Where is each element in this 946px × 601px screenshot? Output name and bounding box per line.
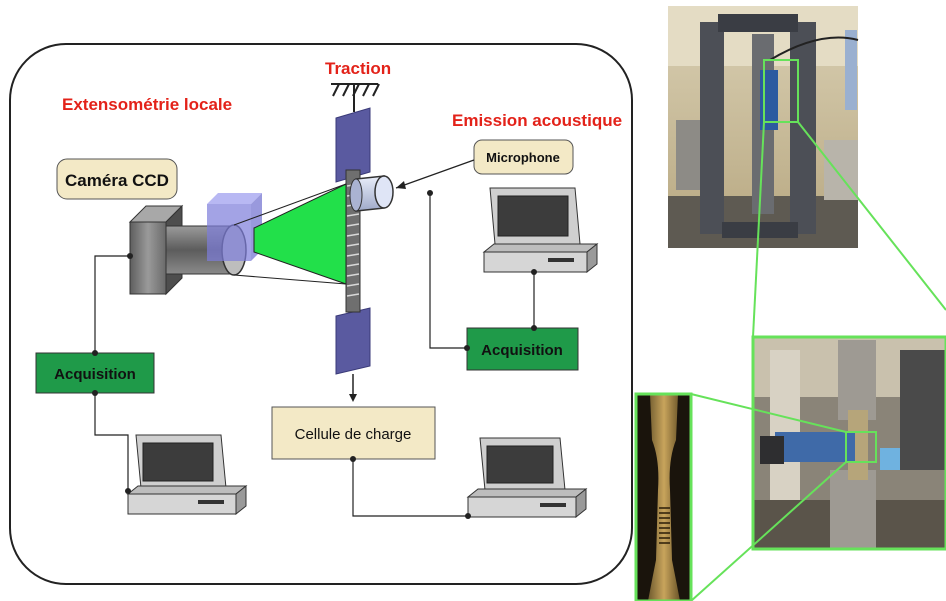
machine-photo xyxy=(668,6,859,248)
closeup-photo xyxy=(751,335,946,551)
svg-text:Caméra CCD: Caméra CCD xyxy=(65,171,169,190)
fixed-support-icon xyxy=(331,83,380,112)
traction-label: Traction xyxy=(325,59,391,78)
microphone-arrow-head xyxy=(396,181,406,189)
optical-filter xyxy=(207,193,262,261)
specimen-photo xyxy=(634,392,693,601)
light-cone xyxy=(253,183,347,285)
load-arrow-icon xyxy=(349,374,357,402)
svg-text:Microphone: Microphone xyxy=(486,150,560,165)
computer-icon-bottom-left xyxy=(126,434,248,516)
upper-grip xyxy=(335,107,371,183)
svg-text:Acquisition: Acquisition xyxy=(481,342,563,359)
connection-lines xyxy=(94,159,535,517)
acquisition-box-left: Acquisition xyxy=(35,352,155,394)
svg-text:Acquisition: Acquisition xyxy=(54,366,136,383)
setup-frame xyxy=(9,43,633,585)
zoom-lines xyxy=(690,121,946,601)
view-line-bottom xyxy=(233,274,347,285)
microphone-label-box: Microphone xyxy=(473,139,574,175)
lower-grip xyxy=(335,307,371,375)
computer-icon-top-right xyxy=(482,187,599,274)
camera-label-box: Caméra CCD xyxy=(56,158,178,200)
load-cell-box: Cellule de charge xyxy=(271,406,436,460)
acquisition-box-right: Acquisition xyxy=(466,327,579,371)
svg-text:Cellule de charge: Cellule de charge xyxy=(295,426,412,443)
extensometry-label: Extensométrie locale xyxy=(62,95,232,114)
view-line-top xyxy=(233,183,347,226)
acoustic-emission-label: Emission acoustique xyxy=(452,111,622,130)
computer-icon-bottom-right xyxy=(466,437,588,519)
connection-dots xyxy=(92,190,537,519)
microphone-sensor-icon xyxy=(349,175,394,212)
